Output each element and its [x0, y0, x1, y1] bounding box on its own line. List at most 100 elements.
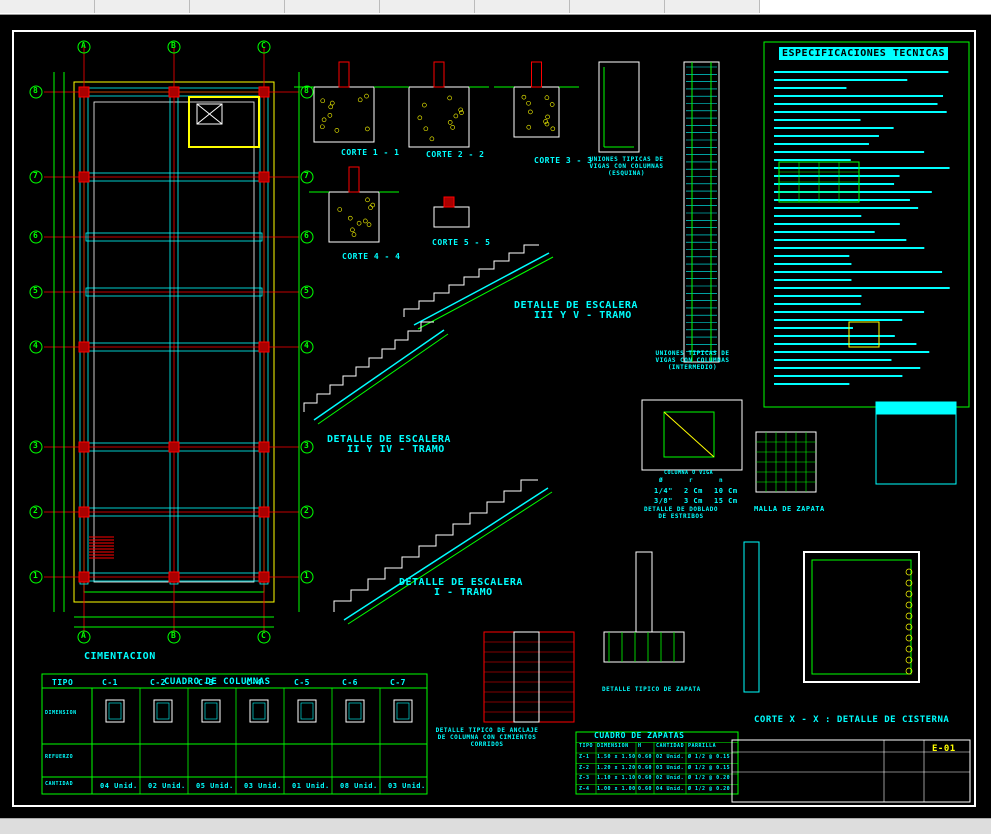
column-block: [259, 572, 269, 582]
zapatas-table-cell: Ø 1/2 @ 0.15: [688, 765, 730, 771]
aggregate-symbol: [365, 94, 369, 98]
aggregate-symbol: [527, 101, 531, 105]
column-section-stirrup: [301, 703, 313, 719]
cisterna-inner: [812, 560, 911, 674]
doblado-table-cell: 15 Cm: [714, 497, 738, 505]
tab-8[interactable]: [665, 0, 760, 13]
columns-table-row-label: REFUERZO: [45, 754, 73, 760]
zapatas-table-cell: 1.50 x 1.50: [597, 754, 636, 760]
columns-table-header: C-1: [102, 678, 118, 687]
grid-bubble-number-text: 6: [304, 231, 309, 240]
doblado-table-cell: 10 Cm: [714, 487, 738, 495]
column-block: [79, 87, 89, 97]
columns-table-header: C-2: [150, 678, 166, 687]
aggregate-symbol: [528, 110, 532, 114]
aggregate-symbol: [357, 221, 361, 225]
aggregate-symbol: [424, 127, 428, 131]
zapatas-table-cell: Z-2: [579, 765, 590, 771]
column-block: [259, 342, 269, 352]
grid-bubble-letter-text: B: [171, 41, 176, 50]
grid-bubble-number-text: 8: [33, 86, 38, 95]
zapata-legend-body: [876, 414, 956, 484]
doblado-table-cell: 3/8": [654, 497, 673, 505]
tab-2[interactable]: [95, 0, 190, 13]
tab-bar: [0, 0, 991, 15]
columns-table-cantidad-cell: 01 Unid.: [292, 782, 330, 790]
section-outline: [329, 192, 379, 242]
tab-5[interactable]: [380, 0, 475, 13]
title-corte-4-4: CORTE 4 - 4: [342, 252, 400, 261]
grid-bubble-number-text: 1: [304, 571, 309, 580]
grid-bubble-number-text: 3: [304, 441, 309, 450]
section-column: [339, 62, 349, 87]
sheet-code: E-01: [932, 744, 956, 754]
aggregate-symbol: [350, 228, 354, 232]
zapatas-table-cell: Z-1: [579, 754, 590, 760]
aggregate-symbol: [358, 98, 362, 102]
aggregate-symbol: [322, 118, 326, 122]
title-corte-2-2: CORTE 2 - 2: [426, 150, 484, 159]
zapatas-table-cell: Ø 1/2 @ 0.20: [688, 775, 730, 781]
aggregate-symbol: [422, 103, 426, 107]
horizontal-scrollbar[interactable]: [0, 818, 991, 834]
column-block: [259, 87, 269, 97]
zapatas-table-header: H: [638, 743, 642, 749]
columns-table-row-label: DIMENSION: [45, 710, 77, 716]
stair-slab-rebar: [414, 253, 549, 325]
aggregate-symbol: [546, 115, 550, 119]
grid-bubble-number-text: 7: [33, 171, 38, 180]
title-corte-5-5: CORTE 5 - 5: [432, 238, 490, 247]
stair-slab-rebar: [344, 488, 548, 620]
aggregate-symbol: [363, 219, 367, 223]
column-block: [259, 442, 269, 452]
tab-6[interactable]: [475, 0, 570, 13]
aggregate-symbol: [335, 128, 339, 132]
column-block: [169, 572, 179, 582]
aggregate-symbol: [454, 114, 458, 118]
column-block: [79, 572, 89, 582]
aggregate-symbol: [365, 127, 369, 131]
aggregate-symbol: [369, 206, 373, 210]
tab-3[interactable]: [190, 0, 285, 13]
aggregate-symbol: [367, 223, 371, 227]
title-malla-zapata: MALLA DE ZAPATA: [754, 505, 825, 513]
columns-table-cantidad-cell: 04 Unid.: [100, 782, 138, 790]
aggregate-symbol: [328, 113, 332, 117]
aggregate-symbol: [460, 111, 464, 115]
tab-7[interactable]: [570, 0, 665, 13]
column-section-stirrup: [397, 703, 409, 719]
doblado-detail-box: [642, 400, 742, 470]
title-corte-1-1: CORTE 1 - 1: [341, 148, 399, 157]
zapata-typical-base: [604, 632, 684, 662]
zapatas-table-cell: 02 Unid.: [656, 754, 684, 760]
zapata-typical-column: [636, 552, 652, 632]
zapatas-table-header: DIMENSION: [597, 743, 629, 749]
anclaje-brick-wall: [484, 632, 574, 722]
grid-bubble-letter-text: B: [171, 631, 176, 640]
tab-1[interactable]: [0, 0, 95, 13]
columns-table-header: C-3: [198, 678, 214, 687]
cisterna-outline: [804, 552, 919, 682]
stair-slab-rebar: [314, 330, 444, 420]
zapatas-table-cell: Z-4: [579, 786, 590, 792]
grid-bubble-number-text: 2: [304, 506, 309, 515]
title-uniones-intermedio: UNIONES TIPICAS DE VIGAS CON COLUMNAS (I…: [655, 350, 730, 371]
aggregate-symbol: [321, 99, 325, 103]
aggregate-symbol: [338, 208, 342, 212]
doblado-table-header: n: [719, 477, 723, 484]
section-beam-column: [444, 197, 454, 207]
column-block: [169, 442, 179, 452]
cisterna-dim: [744, 542, 759, 692]
aggregate-symbol: [330, 101, 334, 105]
tab-4[interactable]: [285, 0, 380, 13]
aggregate-symbol: [527, 125, 531, 129]
columns-table-row-label: CANTIDAD: [45, 781, 73, 787]
column-block: [259, 172, 269, 182]
title-escalera-i-sub: I - TRAMO: [434, 587, 493, 598]
column-block: [79, 172, 89, 182]
title-zapata-tipica: DETALLE TIPICO DE ZAPATA: [602, 686, 701, 693]
grid-bubble-number-text: 6: [33, 231, 38, 240]
doblado-table-cell: 3 Cm: [684, 497, 703, 505]
grid-bubble-number-text: 5: [304, 286, 309, 295]
section-column: [532, 62, 542, 87]
